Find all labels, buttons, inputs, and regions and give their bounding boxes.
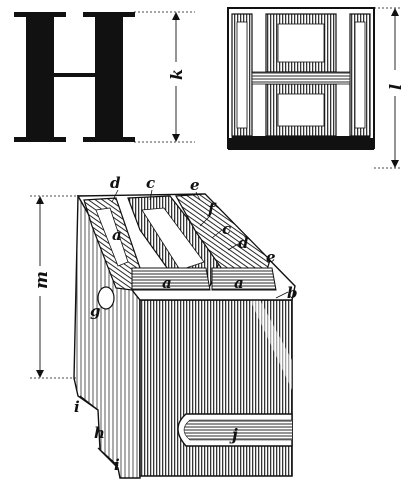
type-face-top-view bbox=[227, 7, 375, 150]
type-block-perspective bbox=[73, 193, 296, 479]
label-c-mid: c bbox=[222, 220, 231, 238]
label-e-mid: e bbox=[266, 248, 276, 266]
label-a-left: a bbox=[112, 226, 122, 244]
label-k: k bbox=[167, 69, 186, 80]
label-l: l bbox=[386, 84, 405, 90]
label-m: m bbox=[32, 271, 52, 289]
label-g: g bbox=[90, 302, 101, 320]
label-f: f bbox=[207, 200, 217, 218]
label-a-right: a bbox=[234, 274, 244, 292]
dimension-k: k bbox=[134, 11, 195, 143]
label-i-lower: i bbox=[114, 456, 120, 474]
pin-mark bbox=[97, 286, 115, 310]
dimension-m: m bbox=[30, 195, 80, 379]
label-e-top: e bbox=[190, 176, 200, 194]
callout-labels: d c e f c d e b a a a g j i h i bbox=[74, 174, 298, 474]
label-h: h bbox=[94, 424, 105, 442]
label-b: b bbox=[287, 284, 298, 302]
label-d-mid: d bbox=[238, 234, 249, 252]
label-c-top: c bbox=[146, 174, 155, 192]
label-j: j bbox=[229, 425, 238, 444]
nick-groove bbox=[177, 413, 293, 447]
label-d-top: d bbox=[110, 174, 121, 192]
label-a-center: a bbox=[162, 274, 172, 292]
printed-letter-h bbox=[14, 12, 135, 142]
dimension-l: l bbox=[374, 7, 405, 169]
label-i-upper: i bbox=[74, 398, 80, 416]
